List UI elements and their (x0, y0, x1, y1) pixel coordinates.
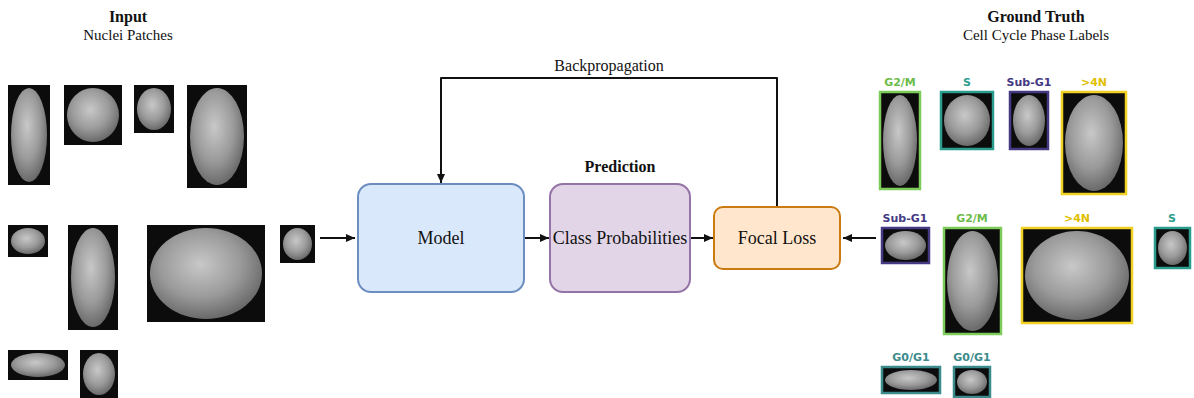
input-arrow (320, 237, 355, 239)
section-heading: Input (109, 8, 147, 26)
section-heading: Cell Cycle Phase Labels (963, 27, 1109, 44)
nucleus-patch (1155, 228, 1190, 268)
section-heading: Nuclei Patches (83, 27, 173, 44)
nucleus-patch (941, 92, 993, 149)
class-label: Sub-G1 (1007, 76, 1052, 89)
flow-arrow (525, 237, 549, 239)
class-label: G2/M (884, 76, 916, 89)
section-heading: Ground Truth (987, 8, 1084, 26)
class-label: G0/G1 (892, 351, 929, 364)
flow-arrow (691, 237, 713, 239)
node-text: Class Probabilities (553, 228, 688, 249)
nucleus-patch (882, 228, 929, 263)
nucleus-patch (882, 367, 940, 393)
prediction-box: PredictionClass Probabilities (549, 183, 691, 293)
class-label: G2/M (956, 212, 988, 225)
ground-truth-arrow (843, 237, 876, 239)
nucleus-patch (1062, 92, 1126, 194)
nucleus-patch (1010, 92, 1048, 149)
edge-label: Backpropagation (551, 57, 666, 75)
nucleus-patch (944, 228, 1001, 334)
class-label: Sub-G1 (883, 212, 928, 225)
node-text: Focal Loss (738, 228, 817, 249)
nucleus-patch (1022, 228, 1132, 323)
node-text: Model (418, 228, 465, 249)
model-box: Model (357, 183, 525, 293)
class-label: S (1168, 212, 1176, 225)
nucleus-patch (880, 92, 920, 189)
class-label: >4N (1081, 76, 1107, 89)
nucleus-patch (80, 350, 118, 398)
class-label: >4N (1064, 212, 1090, 225)
nucleus-patch (8, 350, 68, 380)
nucleus-patch (280, 225, 315, 263)
class-label: G0/G1 (953, 351, 990, 364)
node-heading: Prediction (585, 158, 656, 176)
nucleus-patch (68, 225, 118, 330)
nucleus-patch (64, 85, 122, 145)
nucleus-patch (187, 85, 247, 188)
nucleus-patch (134, 85, 174, 133)
nucleus-patch (147, 225, 265, 322)
nucleus-patch (8, 85, 50, 185)
nucleus-patch (8, 225, 48, 257)
class-label: S (963, 76, 971, 89)
loss-box: Focal Loss (713, 206, 841, 270)
nucleus-patch (954, 367, 990, 397)
